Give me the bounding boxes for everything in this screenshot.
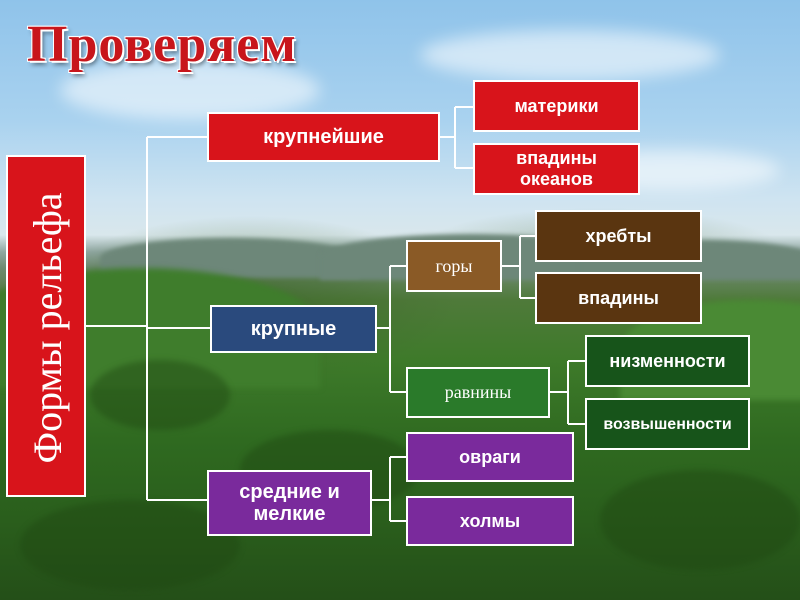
node-ravines: овраги bbox=[406, 432, 574, 482]
node-medium-small: средние и мелкие bbox=[207, 470, 372, 536]
node-largest: крупнейшие bbox=[207, 112, 440, 162]
node-plains: равнины bbox=[406, 367, 550, 418]
node-ridges: хребты bbox=[535, 210, 702, 262]
node-mountains: горы bbox=[406, 240, 502, 292]
node-large: крупные bbox=[210, 305, 377, 353]
page-title: Проверяем bbox=[27, 16, 297, 73]
root-box-relief-forms: Формы рельефа bbox=[6, 155, 86, 497]
node-depressions: впадины bbox=[535, 272, 702, 324]
node-lowlands: низменности bbox=[585, 335, 750, 387]
node-continents: материки bbox=[473, 80, 640, 132]
node-hills: холмы bbox=[406, 496, 574, 546]
node-uplands: возвышенности bbox=[585, 398, 750, 450]
root-label: Формы рельефа bbox=[25, 192, 70, 464]
node-ocean-basins: впадины океанов bbox=[473, 143, 640, 195]
